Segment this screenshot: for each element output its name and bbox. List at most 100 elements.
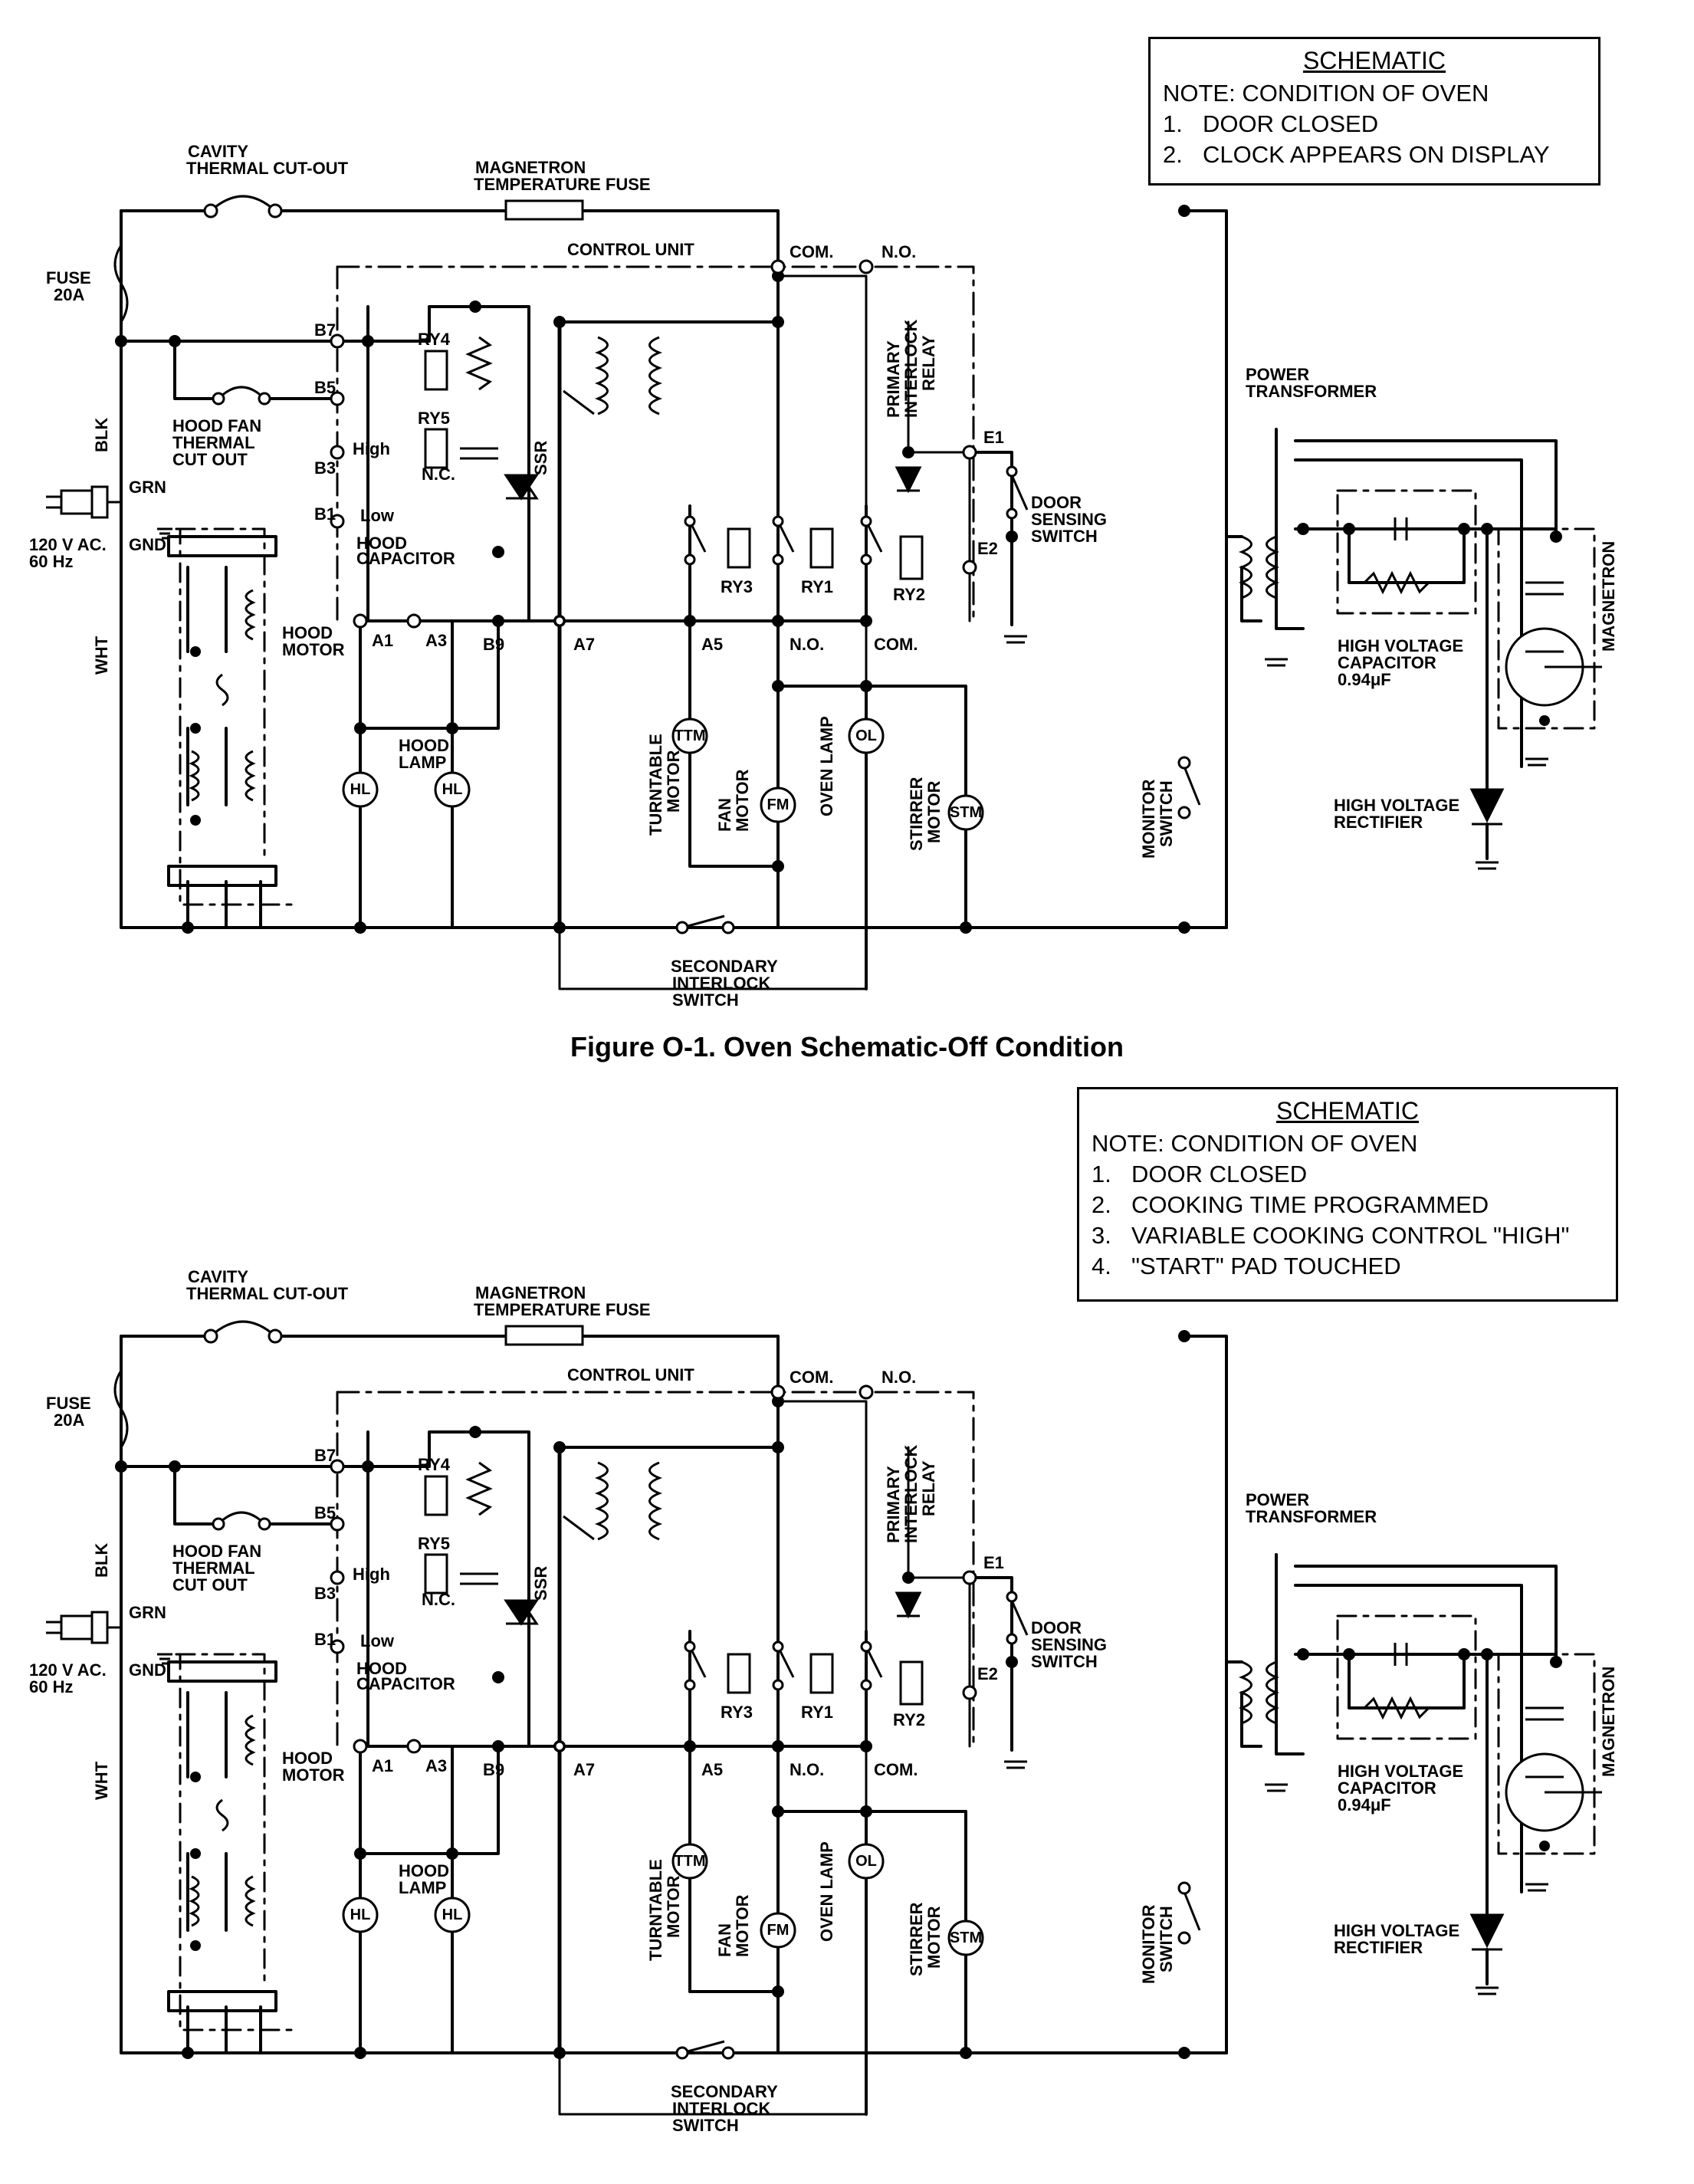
no-label-top: N.O. <box>881 1368 917 1387</box>
hood-fan-label-2: THERMAL <box>172 1558 255 1578</box>
low-label: Low <box>360 506 394 525</box>
stirrer-label-1: STIRRER <box>907 1902 926 1976</box>
high-label: High <box>353 1565 390 1584</box>
hood-motor-label-1: HOOD <box>282 623 333 642</box>
monitor-switch-label-1: MONITOR <box>1139 779 1158 859</box>
bottom-note-title: SCHEMATIC <box>1275 1097 1420 1125</box>
monitor-switch-label-1: MONITOR <box>1139 1904 1158 1984</box>
primary-interlock-label-1: PRIMARY <box>884 1466 903 1543</box>
ry1-label: RY1 <box>801 577 833 596</box>
secondary-interlock-label-1: SECONDARY <box>671 957 778 976</box>
b5-label: B5 <box>314 378 337 397</box>
a5-label: A5 <box>701 1760 724 1779</box>
e2-label: E2 <box>977 539 998 558</box>
door-sensing-label-3: SWITCH <box>1031 1652 1098 1671</box>
no-label-top: N.O. <box>881 242 917 261</box>
magnetron-fuse-label-2: TEMPERATURE FUSE <box>474 1300 651 1319</box>
fuse-label: FUSE <box>46 268 91 287</box>
supply-voltage-label: 120 V AC. <box>29 535 107 554</box>
e2-label: E2 <box>977 1664 998 1683</box>
hv-capacitor-label-1: HIGH VOLTAGE <box>1338 636 1464 655</box>
turntable-motor-icon: TTM <box>674 1853 706 1870</box>
hood-capacitor-label-1: HOOD <box>356 1659 407 1678</box>
nc-label: N.C. <box>422 1590 455 1609</box>
b7-label: B7 <box>314 1446 337 1465</box>
oven-lamp-label: OVEN LAMP <box>817 1841 836 1942</box>
schematic-cooking-condition: CAVITY THERMAL CUT-OUT MAGNETRON TEMPERA… <box>0 1125 1694 2168</box>
hv-capacitor-label-2: CAPACITOR <box>1338 653 1436 672</box>
hv-rectifier-label-1: HIGH VOLTAGE <box>1334 796 1460 815</box>
hood-fan-label-2: THERMAL <box>172 433 255 452</box>
b9-label: B9 <box>483 635 505 654</box>
magnetron-fuse-label-1: MAGNETRON <box>475 1283 586 1302</box>
a7-label: A7 <box>573 1760 596 1779</box>
hood-lamp-label-1: HOOD <box>399 1861 449 1880</box>
secondary-interlock-label-2: INTERLOCK <box>672 2099 771 2118</box>
magnetron-fuse-label-2: TEMPERATURE FUSE <box>474 175 651 194</box>
hood-lamp-label-1: HOOD <box>399 736 449 755</box>
bottom-note-box: SCHEMATIC NOTE: CONDITION OF OVEN 1.DOOR… <box>1077 1087 1618 1302</box>
fan-motor-label-1: FAN <box>715 1923 734 1957</box>
fan-motor-icon: FM <box>767 1922 790 1939</box>
hood-capacitor-label-2: CAPACITOR <box>356 1674 455 1693</box>
a1-label: A1 <box>372 631 394 650</box>
bottom-note-item-1: 1.DOOR CLOSED <box>1092 1161 1308 1187</box>
turntable-label-1: TURNTABLE <box>646 734 665 836</box>
top-note-heading: NOTE: CONDITION OF OVEN <box>1163 80 1489 107</box>
oven-lamp-icon: OL <box>855 1853 877 1870</box>
com-label-top: COM. <box>790 242 834 261</box>
hood-motor-label-2: MOTOR <box>282 640 345 659</box>
door-sensing-label-2: SENSING <box>1031 1635 1108 1654</box>
b1-label: B1 <box>314 1630 337 1649</box>
blk-label: BLK <box>92 1542 111 1578</box>
bottom-note-item-4: 4."START" PAD TOUCHED <box>1092 1253 1401 1279</box>
hv-capacitor-value: 0.94μF <box>1338 670 1391 689</box>
turntable-label-2: MOTOR <box>664 1875 683 1938</box>
primary-interlock-label-2: INTERLOCK <box>901 319 921 418</box>
magnetron-label: MAGNETRON <box>1599 540 1618 652</box>
bottom-note-item-3: 3.VARIABLE COOKING CONTROL "HIGH" <box>1092 1222 1570 1249</box>
ry2-label: RY2 <box>893 1710 925 1729</box>
ry4-label: RY4 <box>418 1455 450 1474</box>
oven-lamp-label: OVEN LAMP <box>817 716 836 816</box>
magnetron-fuse-label-1: MAGNETRON <box>475 158 586 177</box>
fuse-rating-label: 20A <box>54 1411 85 1430</box>
magnetron-label: MAGNETRON <box>1599 1666 1618 1777</box>
control-unit-label: CONTROL UNIT <box>567 1365 694 1384</box>
top-note-item-2: 2.CLOCK APPEARS ON DISPLAY <box>1163 141 1550 168</box>
low-label: Low <box>360 1631 394 1650</box>
primary-interlock-label-2: INTERLOCK <box>901 1444 921 1543</box>
fan-motor-icon: FM <box>767 796 790 813</box>
b3-label: B3 <box>314 1584 337 1603</box>
a3-label: A3 <box>425 631 448 650</box>
hood-lamp-2-icon: HL <box>442 781 463 798</box>
gnd-label: GND <box>129 1660 166 1680</box>
grn-label: GRN <box>129 478 166 497</box>
schematic-off-condition: CAVITY THERMAL CUT-OUT MAGNETRON TEMPERA… <box>0 0 1694 1043</box>
power-transformer-label-2: TRANSFORMER <box>1246 382 1377 401</box>
ry1-label: RY1 <box>801 1703 833 1722</box>
ssr-label: SSR <box>531 440 550 475</box>
supply-voltage-label: 120 V AC. <box>29 1660 107 1680</box>
hood-lamp-1-icon: HL <box>350 1906 371 1923</box>
top-note-box: SCHEMATIC NOTE: CONDITION OF OVEN 1.DOOR… <box>1148 37 1600 186</box>
supply-frequency-label: 60 Hz <box>29 552 74 571</box>
bottom-note-heading: NOTE: CONDITION OF OVEN <box>1092 1130 1418 1157</box>
cavity-label: CAVITY <box>188 1267 249 1286</box>
a5-label: A5 <box>701 635 724 654</box>
hv-rectifier-label-1: HIGH VOLTAGE <box>1334 1921 1460 1940</box>
com-label-bottom: COM. <box>874 635 918 654</box>
monitor-switch-label-2: SWITCH <box>1157 1906 1176 1972</box>
primary-interlock-label-1: PRIMARY <box>884 340 903 418</box>
control-unit-label: CONTROL UNIT <box>567 240 694 259</box>
b1-label: B1 <box>314 504 337 524</box>
door-sensing-label-2: SENSING <box>1031 510 1108 529</box>
thermal-cutout-label: THERMAL CUT-OUT <box>186 159 349 178</box>
a7-label: A7 <box>573 635 596 654</box>
power-transformer-label-1: POWER <box>1246 1490 1310 1509</box>
turntable-motor-icon: TTM <box>674 727 706 744</box>
hood-lamp-1-icon: HL <box>350 781 371 798</box>
circuit-wiring <box>46 195 1602 990</box>
ry2-label: RY2 <box>893 585 925 604</box>
secondary-interlock-label-3: SWITCH <box>672 990 739 1010</box>
